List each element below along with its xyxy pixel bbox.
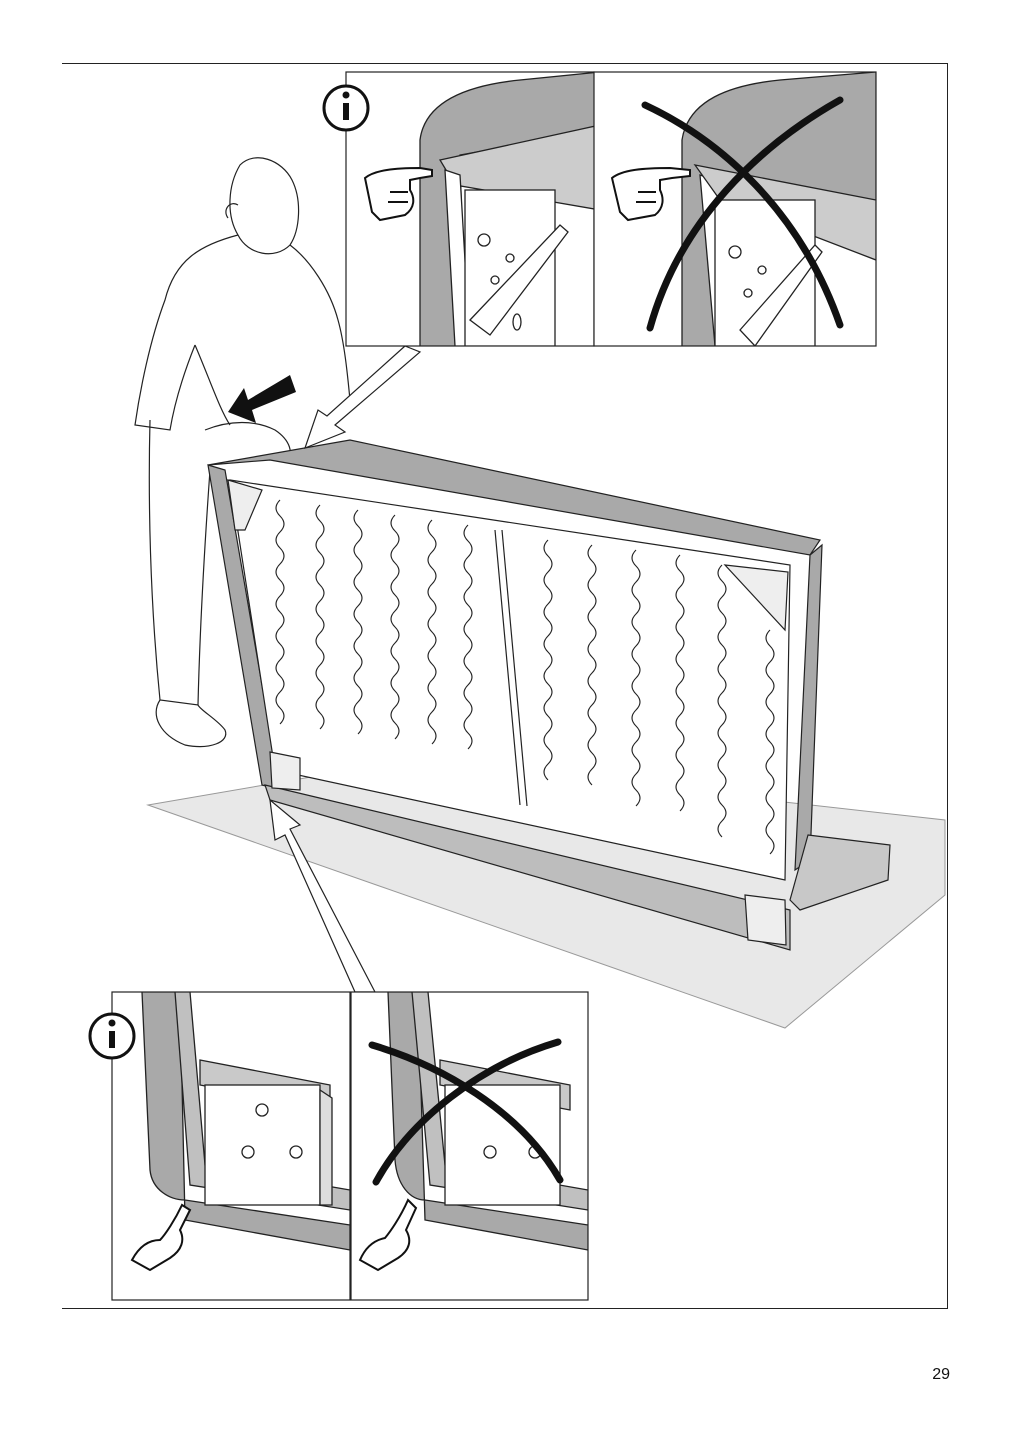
info-icon	[322, 84, 370, 132]
callout-arrows	[269, 345, 422, 993]
top-right-inset	[593, 71, 877, 347]
cross-out-icon	[368, 1038, 564, 1186]
top-left-inset	[322, 71, 595, 347]
zigzag-springs	[275, 499, 775, 855]
person-figure	[134, 157, 351, 748]
pointing-hand-icon	[363, 166, 433, 222]
pointing-hand-icon	[610, 166, 691, 222]
bottom-right-inset	[350, 991, 589, 1301]
right-rule	[947, 63, 948, 1309]
bottom-rule	[62, 1308, 948, 1309]
page-number: 29	[932, 1366, 950, 1383]
pointing-hand-icon	[130, 1203, 192, 1272]
bottom-left-inset	[88, 991, 351, 1301]
top-rule	[62, 63, 948, 64]
pointing-hand-icon	[358, 1198, 418, 1272]
push-arrow-icon	[228, 375, 296, 423]
info-icon	[88, 1012, 136, 1060]
cross-out-icon	[641, 96, 844, 332]
sofa-frame	[207, 439, 891, 951]
